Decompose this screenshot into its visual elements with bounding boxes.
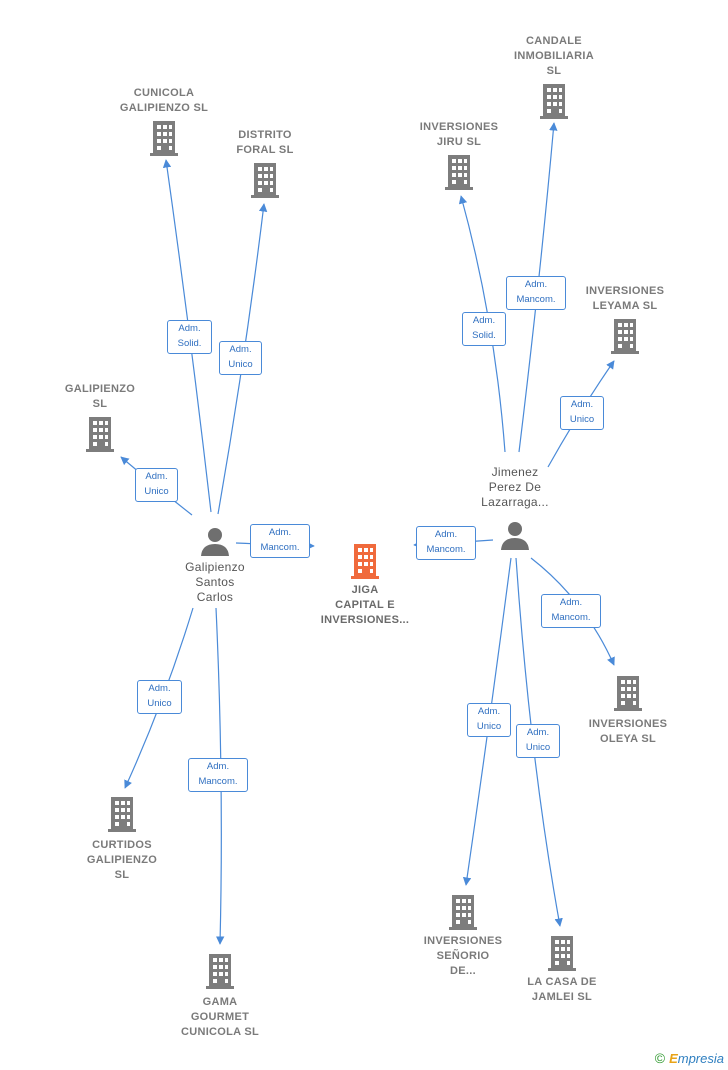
edge-badge[interactable]: Adm. Unico [135,468,178,502]
building-icon [351,544,379,579]
person-node-galipienzo[interactable]: Galipienzo Santos Carlos [170,526,260,605]
person-node-jimenez[interactable]: Jimenez Perez De Lazarraga... [470,465,560,550]
person-icon [201,528,229,556]
company-node-gama[interactable]: GAMA GOURMET CUNICOLA SL [165,953,275,1040]
company-label: INVERSIONES OLEYA SL [588,718,668,745]
building-icon [150,121,178,156]
brand-initial: E [669,1051,678,1066]
company-label: DISTRITO FORAL SL [236,129,294,156]
company-label: LA CASA DE JAMLEI SL [527,976,597,1003]
edge-badge[interactable]: Adm. Mancom. [250,524,310,558]
brand-rest: mpresia [677,1051,724,1066]
company-node-galipienzo-sl[interactable]: GALIPIENZO SL [50,382,150,452]
edge-badge[interactable]: Adm. Unico [219,341,262,375]
company-label: INVERSIONES LEYAMA SL [585,285,665,312]
building-icon [614,676,642,711]
building-icon [108,797,136,832]
copyright-symbol: © [654,1050,666,1066]
building-icon [611,319,639,354]
company-node-jamlei[interactable]: LA CASA DE JAMLEI SL [507,935,617,1005]
company-node-jiru[interactable]: INVERSIONES JIRU SL [404,120,514,190]
building-icon [540,84,568,119]
edge-badge[interactable]: Adm. Unico [560,396,604,430]
edge-badge[interactable]: Adm. Mancom. [416,526,476,560]
building-icon [251,163,279,198]
company-label: GALIPIENZO SL [64,383,136,410]
company-node-candale[interactable]: CANDALE INMOBILIARIA SL [494,34,614,119]
company-node-leyama[interactable]: INVERSIONES LEYAMA SL [570,284,680,354]
edge-badge[interactable]: Adm. Mancom. [188,758,248,792]
company-node-curtidos[interactable]: CURTIDOS GALIPIENZO SL [72,796,172,883]
company-node-oleya[interactable]: INVERSIONES OLEYA SL [573,675,683,747]
edge-badge[interactable]: Adm. Mancom. [541,594,601,628]
edge-badge[interactable]: Adm. Unico [137,680,182,714]
edge-badge[interactable]: Adm. Solid. [462,312,506,346]
company-label: CANDALE INMOBILIARIA SL [514,35,594,77]
empresia-watermark: ©Empresia [655,1050,724,1066]
building-icon [206,954,234,989]
main-company-label: JIGA CAPITAL E INVERSIONES... [320,584,410,626]
edge-badge[interactable]: Adm. Unico [516,724,560,758]
building-icon [445,155,473,190]
company-label: GAMA GOURMET CUNICOLA SL [180,996,260,1038]
main-company-node-jiga[interactable]: JIGA CAPITAL E INVERSIONES... [300,543,430,628]
person-label: Jimenez Perez De Lazarraga... [481,465,549,509]
edge-badge[interactable]: Adm. Unico [467,703,511,737]
person-label: Galipienzo Santos Carlos [185,560,245,604]
building-icon [449,895,477,930]
person-icon [501,522,529,550]
company-node-senorio[interactable]: INVERSIONES SEÑORIO DE... [408,894,518,979]
company-label: CUNICOLA GALIPIENZO SL [119,87,209,114]
company-label: INVERSIONES JIRU SL [419,121,499,148]
company-label: INVERSIONES SEÑORIO DE... [423,935,503,977]
company-node-cunicola[interactable]: CUNICOLA GALIPIENZO SL [104,86,224,156]
building-icon [548,936,576,971]
company-node-distrito[interactable]: DISTRITO FORAL SL [215,128,315,198]
edge-badge[interactable]: Adm. Mancom. [506,276,566,310]
edge-badge[interactable]: Adm. Solid. [167,320,212,354]
company-label: CURTIDOS GALIPIENZO SL [86,839,158,881]
building-icon [86,417,114,452]
